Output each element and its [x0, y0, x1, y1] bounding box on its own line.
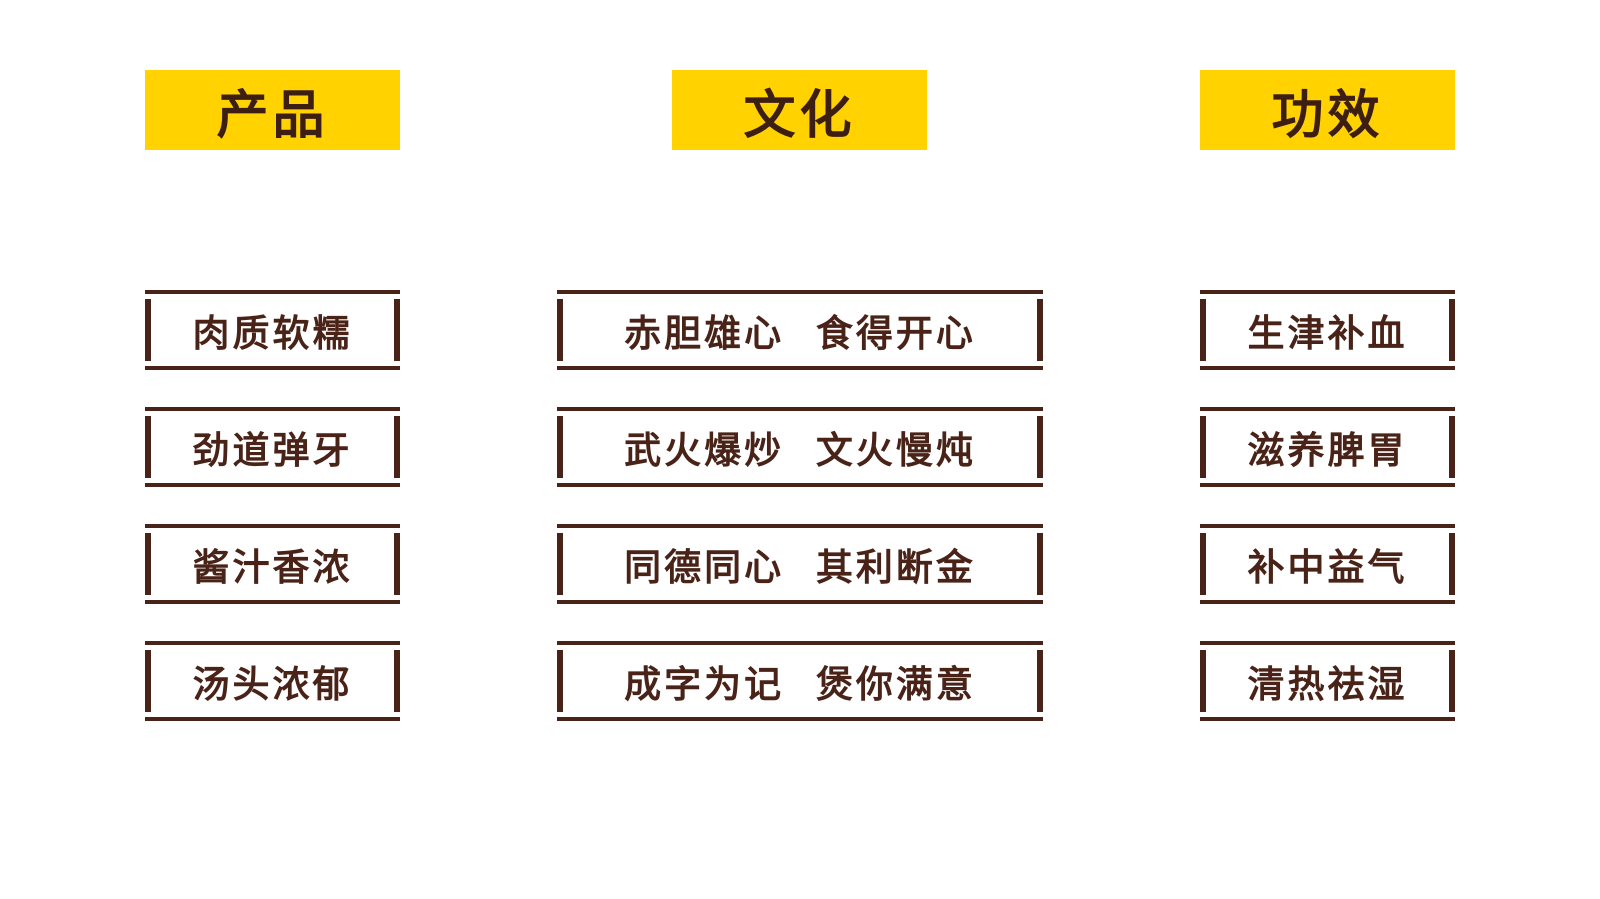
- frame-bottom: [557, 600, 1043, 604]
- frame-top: [557, 524, 1043, 528]
- culture-item-1: 赤胆雄心 食得开心: [557, 290, 1043, 370]
- frame-left: [557, 299, 563, 361]
- culture-item-1-label: 赤胆雄心 食得开心: [624, 312, 976, 355]
- effect-item-1: 生津补血: [1200, 290, 1455, 370]
- frame-right: [394, 533, 400, 595]
- product-item-2-label: 劲道弹牙: [192, 429, 353, 472]
- culture-item-3: 同德同心 其利断金: [557, 524, 1043, 604]
- product-item-4: 汤头浓郁: [145, 641, 400, 721]
- frame-right: [1037, 416, 1043, 478]
- frame-left: [557, 650, 563, 712]
- header-product: 产品: [145, 70, 400, 150]
- frame-top: [145, 407, 400, 411]
- effect-item-3: 补中益气: [1200, 524, 1455, 604]
- product-item-1: 肉质软糯: [145, 290, 400, 370]
- frame-left: [145, 416, 151, 478]
- frame-left: [1200, 416, 1206, 478]
- frame-right: [1037, 533, 1043, 595]
- frame-right: [1037, 650, 1043, 712]
- frame-right: [394, 416, 400, 478]
- frame-bottom: [557, 366, 1043, 370]
- culture-item-3-label: 同德同心 其利断金: [624, 546, 976, 589]
- header-effect: 功效: [1200, 70, 1455, 150]
- header-product-label: 产品: [216, 85, 329, 146]
- frame-top: [145, 641, 400, 645]
- product-item-2: 劲道弹牙: [145, 407, 400, 487]
- frame-bottom: [145, 600, 400, 604]
- frame-bottom: [145, 483, 400, 487]
- culture-item-2-label: 武火爆炒 文火慢炖: [624, 429, 976, 472]
- culture-item-4: 成字为记 煲你满意: [557, 641, 1043, 721]
- frame-right: [1449, 416, 1455, 478]
- culture-item-4-label: 成字为记 煲你满意: [624, 663, 976, 706]
- frame-top: [145, 290, 400, 294]
- header-effect-label: 功效: [1271, 85, 1384, 146]
- frame-top: [145, 524, 400, 528]
- frame-left: [1200, 650, 1206, 712]
- header-culture-label: 文化: [743, 85, 856, 146]
- frame-right: [394, 650, 400, 712]
- frame-bottom: [1200, 483, 1455, 487]
- frame-left: [145, 650, 151, 712]
- frame-left: [1200, 533, 1206, 595]
- culture-item-2: 武火爆炒 文火慢炖: [557, 407, 1043, 487]
- product-item-1-label: 肉质软糯: [192, 312, 353, 355]
- frame-bottom: [557, 483, 1043, 487]
- frame-bottom: [145, 717, 400, 721]
- frame-left: [1200, 299, 1206, 361]
- frame-top: [557, 290, 1043, 294]
- frame-right: [394, 299, 400, 361]
- frame-left: [557, 533, 563, 595]
- frame-top: [1200, 407, 1455, 411]
- frame-top: [1200, 641, 1455, 645]
- frame-bottom: [1200, 600, 1455, 604]
- effect-item-1-label: 生津补血: [1247, 312, 1408, 355]
- frame-bottom: [557, 717, 1043, 721]
- product-item-4-label: 汤头浓郁: [192, 663, 353, 706]
- frame-bottom: [145, 366, 400, 370]
- frame-right: [1449, 533, 1455, 595]
- frame-left: [145, 299, 151, 361]
- header-culture: 文化: [672, 70, 927, 150]
- effect-item-3-label: 补中益气: [1247, 546, 1408, 589]
- frame-right: [1449, 650, 1455, 712]
- effect-item-4-label: 清热祛湿: [1247, 663, 1408, 706]
- frame-top: [557, 407, 1043, 411]
- frame-bottom: [1200, 717, 1455, 721]
- frame-bottom: [1200, 366, 1455, 370]
- frame-right: [1037, 299, 1043, 361]
- frame-left: [145, 533, 151, 595]
- frame-top: [1200, 524, 1455, 528]
- effect-item-2-label: 滋养脾胃: [1247, 429, 1408, 472]
- product-item-3-label: 酱汁香浓: [192, 546, 353, 589]
- frame-top: [1200, 290, 1455, 294]
- effect-item-4: 清热祛湿: [1200, 641, 1455, 721]
- frame-left: [557, 416, 563, 478]
- frame-top: [557, 641, 1043, 645]
- product-item-3: 酱汁香浓: [145, 524, 400, 604]
- frame-right: [1449, 299, 1455, 361]
- effect-item-2: 滋养脾胃: [1200, 407, 1455, 487]
